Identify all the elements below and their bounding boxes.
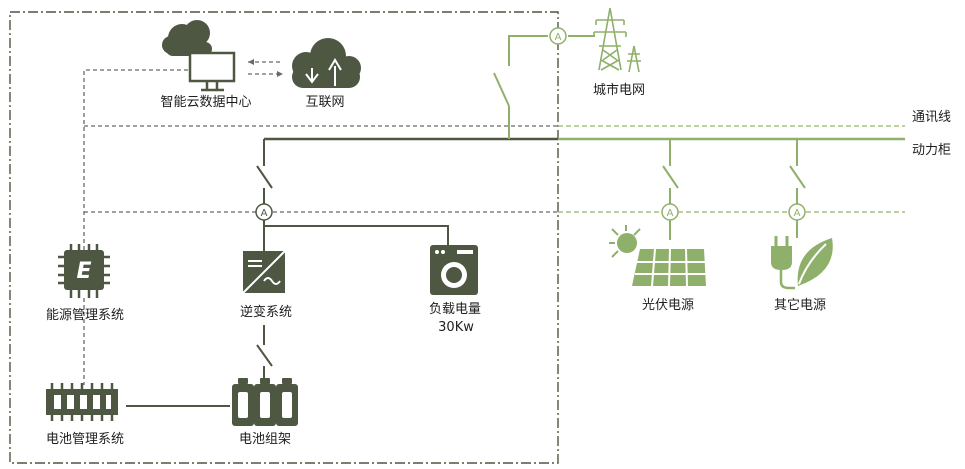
- communication-lines-right: [558, 125, 905, 213]
- system-boundary: [9, 11, 559, 464]
- renewable-branches: [662, 139, 806, 240]
- inverter-label: 逆变系统: [239, 305, 293, 320]
- internet-label: 互联网: [305, 95, 345, 110]
- ems-chip-icon: E: [58, 244, 110, 298]
- cloud-data-center-icon: [162, 20, 236, 92]
- other-power-label: 其它电源: [773, 298, 827, 313]
- pv-ammeter: A: [661, 203, 679, 221]
- cloud-data-center-label: 智能云数据中心: [160, 95, 252, 110]
- inverter-ammeter: A: [255, 203, 273, 221]
- internet-icon: [292, 38, 361, 88]
- ems-label: 能源管理系统: [45, 308, 125, 323]
- inverter-ammeter-symbol: A: [261, 208, 268, 219]
- solar-panel-icon: [609, 225, 706, 287]
- pv-ammeter-symbol: A: [667, 208, 674, 219]
- inverter-icon: [242, 250, 286, 294]
- city-grid-label: 城市电网: [592, 83, 646, 98]
- grid-ammeter-symbol: A: [555, 32, 562, 43]
- load-name-label: 负载电量: [428, 302, 482, 317]
- grid-ammeter: A: [549, 27, 567, 45]
- load-washer-icon: [430, 245, 478, 295]
- power-cabinet-label: 动力柜: [912, 143, 952, 158]
- load-value-label: 30Kw: [438, 320, 474, 335]
- bms-label: 电池管理系统: [45, 432, 125, 447]
- comm-line-label: 通讯线: [912, 110, 952, 125]
- plug-leaf-icon: [771, 236, 833, 290]
- ems-chip-letter: E: [76, 259, 91, 284]
- battery-rack-icon: [232, 378, 298, 426]
- pv-label: 光伏电源: [641, 298, 695, 313]
- other-ammeter-symbol: A: [794, 208, 801, 219]
- bms-icon: [46, 383, 118, 421]
- grid-feed-line: [493, 35, 595, 139]
- transmission-tower-icon: [593, 7, 641, 73]
- other-ammeter: A: [788, 203, 806, 221]
- inverter-branch: [126, 139, 449, 407]
- battery-rack-label: 电池组架: [238, 432, 292, 447]
